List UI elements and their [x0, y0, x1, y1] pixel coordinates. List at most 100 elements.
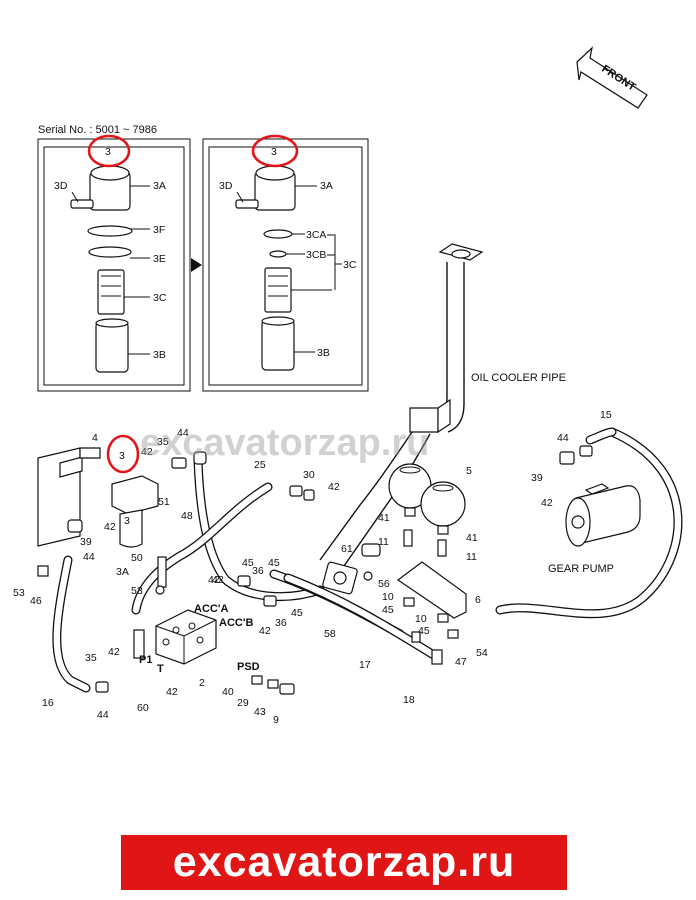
port-psd-label: PSD: [237, 661, 260, 673]
callout-circle-left: [87, 134, 131, 168]
part-number: 45: [291, 607, 303, 619]
accumulator-lower: [420, 481, 466, 535]
replacement-arrow: [191, 258, 202, 272]
callout-circle-right: [251, 134, 299, 168]
part-number: 2: [199, 677, 205, 689]
filter-inset-new: 3D 3A 3CA 3CB 3C 3B 3: [202, 134, 369, 392]
part-number: 53: [131, 585, 143, 597]
part-number: 56: [378, 578, 390, 590]
part-number: 25: [254, 459, 266, 471]
part-number: 36: [252, 565, 264, 577]
part-number: 17: [359, 659, 371, 671]
accumulator-upper: [388, 463, 432, 517]
part-number: 51: [158, 496, 170, 508]
part-number: 5: [466, 465, 472, 477]
fittings: [37, 445, 593, 695]
part-number: 43: [254, 706, 266, 718]
part-number: 45: [242, 557, 254, 569]
part-number: 16: [42, 697, 54, 709]
right-label-3B: 3B: [317, 347, 330, 359]
control-valve-block: [155, 609, 217, 665]
filter-inset-old: 3D 3A 3F 3E 3C 3B 3: [37, 134, 191, 392]
port-acca-label: ACC'A: [194, 603, 228, 615]
part-number: 53: [13, 587, 25, 599]
part-number: 45: [418, 625, 430, 637]
part-number: 45: [268, 557, 280, 569]
part-number: 44: [83, 551, 95, 563]
left-label-3B: 3B: [153, 349, 166, 361]
serial-number-label: Serial No. : 5001 ~ 7986: [38, 124, 157, 136]
right-label-3CB: 3CB: [306, 249, 326, 261]
left-label-3F: 3F: [153, 224, 165, 236]
callout-left-text: 3: [105, 146, 111, 158]
right-label-3D: 3D: [219, 180, 233, 192]
part-number: 41: [466, 532, 478, 544]
right-label-3C: 3C: [343, 259, 357, 271]
part-number: 11: [378, 536, 389, 548]
part-number: 61: [341, 543, 353, 555]
accumulator-bracket: [396, 561, 467, 619]
part-number: 39: [80, 536, 92, 548]
part-number: 48: [181, 510, 193, 522]
part-number: 11: [466, 551, 477, 563]
part-number: 42: [328, 481, 340, 493]
part-number: 10: [415, 613, 427, 625]
part-number: 4: [92, 432, 98, 444]
part-number: 42: [541, 497, 553, 509]
part-number: 36: [275, 617, 287, 629]
part-number: 47: [455, 656, 467, 668]
callout-right-text: 3: [271, 146, 277, 158]
part-number-labels: 4 35 42 44 25 30 42 5 15 44 39 42 51 48 …: [13, 409, 612, 726]
front-direction-arrow: FRONT: [576, 46, 648, 109]
part-number: 35: [157, 436, 169, 448]
part-number: 58: [324, 628, 336, 640]
part-number: 29: [237, 697, 249, 709]
part-number: 42: [212, 574, 224, 586]
line-filter-assembly: 3: [106, 434, 159, 548]
callout-circle-main: [106, 434, 140, 474]
part-number: 60: [137, 702, 149, 714]
part-number: 42: [166, 686, 178, 698]
part-number: 9: [273, 714, 279, 726]
callout-main-text: 3: [119, 450, 125, 462]
part-number: 10: [382, 591, 394, 603]
port-t-label: T: [157, 663, 164, 675]
oil-cooler-pipe-caption: OIL COOLER PIPE: [471, 372, 566, 384]
part-number: 44: [97, 709, 109, 721]
part-number: 42: [104, 521, 116, 533]
left-label-3D: 3D: [54, 180, 68, 192]
site-banner[interactable]: excavatorzap.ru: [121, 835, 567, 890]
part-number: 30: [303, 469, 315, 481]
left-label-3C: 3C: [153, 292, 167, 304]
right-label-3CA: 3CA: [306, 229, 326, 241]
part-number: 40: [222, 686, 234, 698]
part-number: 54: [476, 647, 488, 659]
part-number: 18: [403, 694, 415, 706]
part-number: 3: [124, 515, 130, 527]
hoses: [52, 427, 683, 693]
oil-cooler-pipe: OIL COOLER PIPE: [319, 243, 566, 595]
site-banner-text: excavatorzap.ru: [172, 838, 516, 886]
part-number: 50: [131, 552, 143, 564]
watermark-text: excavatorzap.ru: [140, 422, 429, 464]
part-number: 39: [531, 472, 543, 484]
part-number: 45: [382, 604, 394, 616]
left-label-3E: 3E: [153, 253, 166, 265]
part-number: 44: [177, 427, 189, 439]
part-number: 42: [208, 574, 220, 586]
port-p1-label: P1: [139, 654, 152, 666]
part-number: 3A: [116, 566, 129, 578]
part-number: 6: [475, 594, 481, 606]
part-number: 42: [108, 646, 120, 658]
part-number: 41: [378, 512, 390, 524]
part-number: 35: [85, 652, 97, 664]
part-number: 46: [30, 595, 42, 607]
part-number: 42: [259, 625, 271, 637]
gear-pump-caption: GEAR PUMP: [548, 563, 614, 575]
left-label-3A: 3A: [153, 180, 166, 192]
part-number: 42: [141, 446, 153, 458]
part-number: 44: [557, 432, 569, 444]
gear-pump: GEAR PUMP: [548, 483, 641, 575]
port-accb-label: ACC'B: [219, 617, 253, 629]
